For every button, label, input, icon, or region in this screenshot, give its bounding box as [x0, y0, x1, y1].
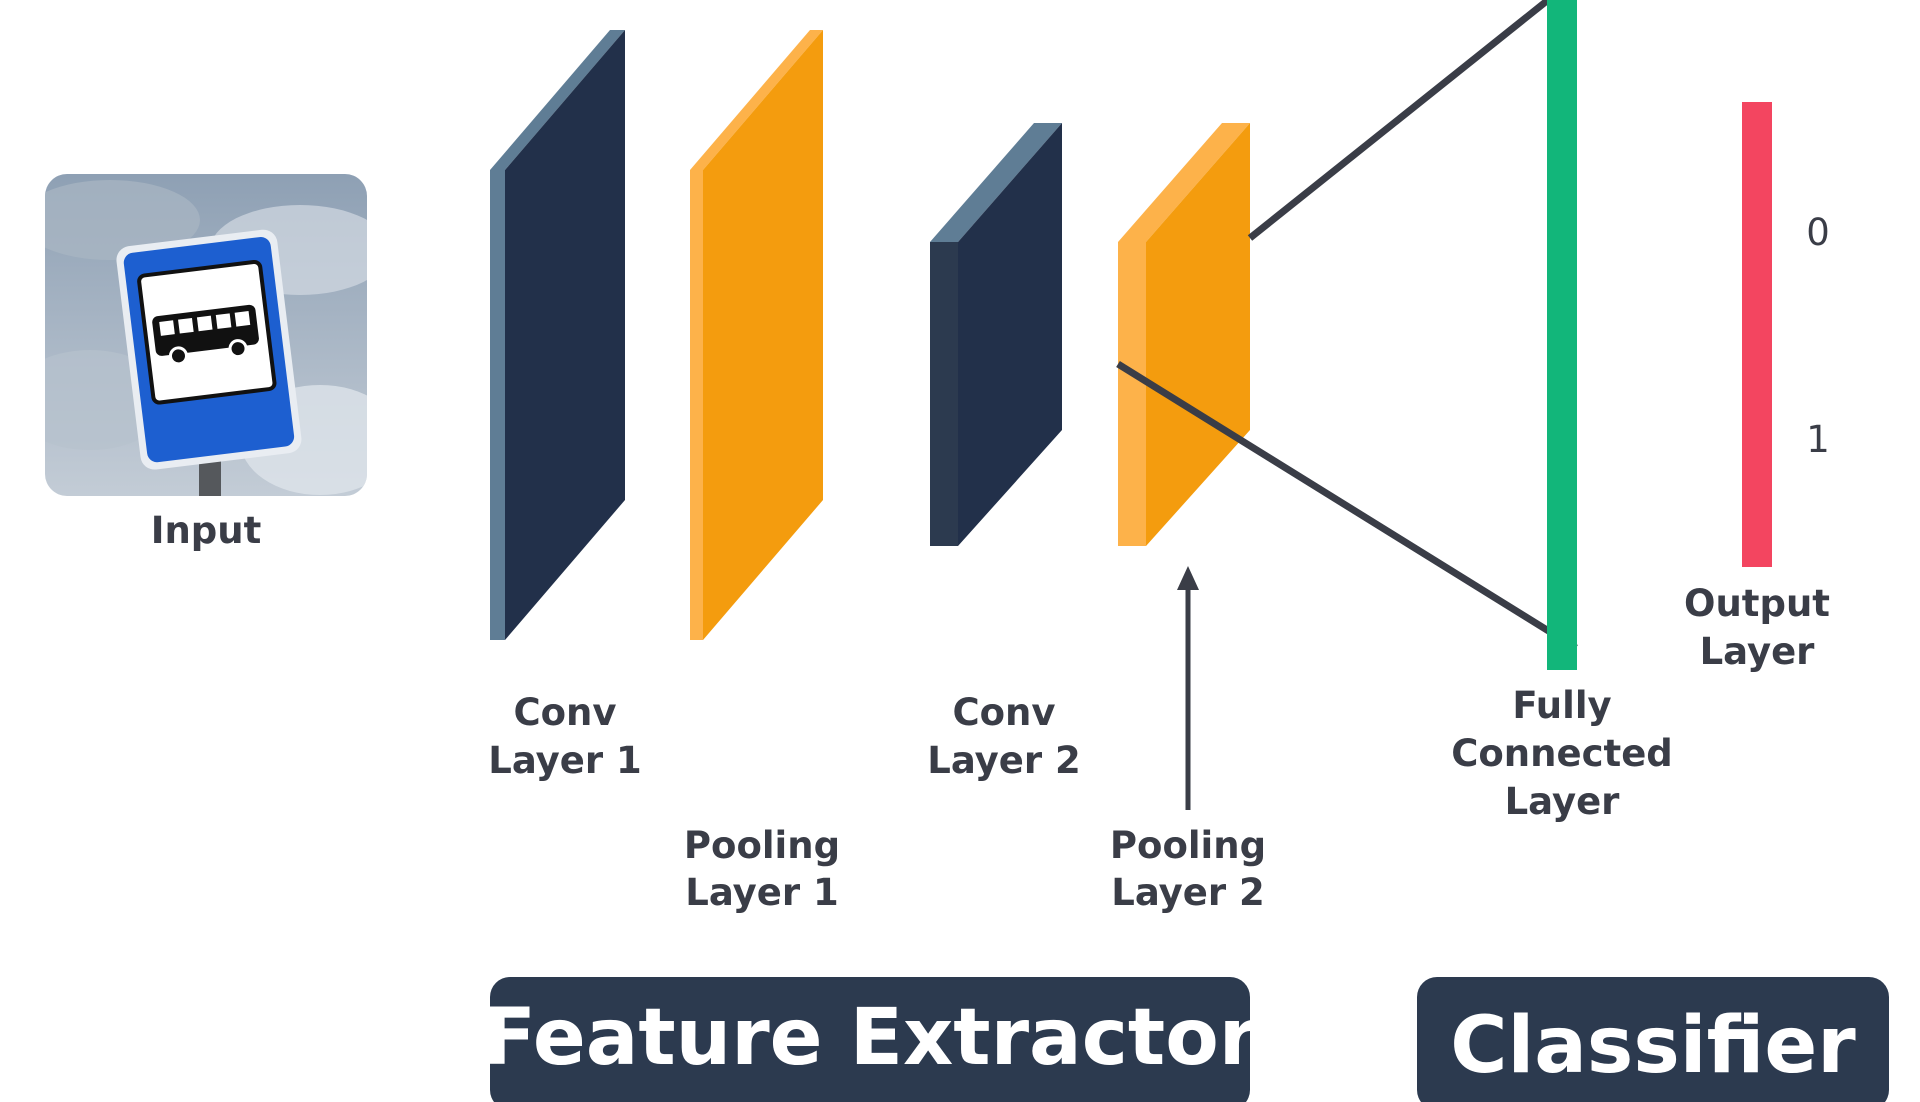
pooling-layer-1-label-line1: Pooling	[684, 824, 840, 867]
fully-connected-bar	[1547, 0, 1577, 670]
conv-layer-1-label-line1: Conv	[513, 691, 616, 734]
output-layer-label-line2: Layer	[1700, 630, 1816, 673]
pooling-layer-1-block	[690, 30, 823, 640]
conv-layer-2-label-line2: Layer 2	[927, 739, 1081, 782]
output-value-1: 1	[1806, 418, 1830, 461]
up-arrow-icon	[1177, 566, 1199, 810]
feature-extractor-box: Feature Extractor	[483, 977, 1258, 1102]
pooling-layer-2-block	[1118, 123, 1250, 546]
conv-layer-1-block	[490, 30, 625, 640]
pooling-layer-2-label-line2: Layer 2	[1111, 871, 1265, 914]
feature-extractor-label: Feature Extractor	[483, 993, 1258, 1083]
conv-layer-2-label-line1: Conv	[952, 691, 1055, 734]
connector-top-line	[1247, 0, 1551, 241]
output-layer-bar	[1742, 102, 1772, 567]
conv-layer-1-label-line2: Layer 1	[488, 739, 642, 782]
fc-label-line2: Connected	[1451, 732, 1673, 775]
classifier-box: Classifier	[1417, 977, 1889, 1102]
output-layer-label-line1: Output	[1684, 582, 1830, 625]
connector-bottom-line	[1116, 361, 1578, 651]
fc-label-line3: Layer	[1505, 780, 1621, 823]
fc-label-line1: Fully	[1512, 684, 1611, 727]
bus-stop-sign-icon	[116, 229, 302, 470]
input-image	[45, 174, 367, 496]
pooling-layer-2-label-line1: Pooling	[1110, 824, 1266, 867]
classifier-label: Classifier	[1450, 1001, 1856, 1091]
input-label: Input	[151, 509, 262, 552]
pooling-layer-1-label-line2: Layer 1	[685, 871, 839, 914]
conv-layer-2-block	[930, 123, 1062, 546]
output-value-0: 0	[1806, 211, 1830, 254]
